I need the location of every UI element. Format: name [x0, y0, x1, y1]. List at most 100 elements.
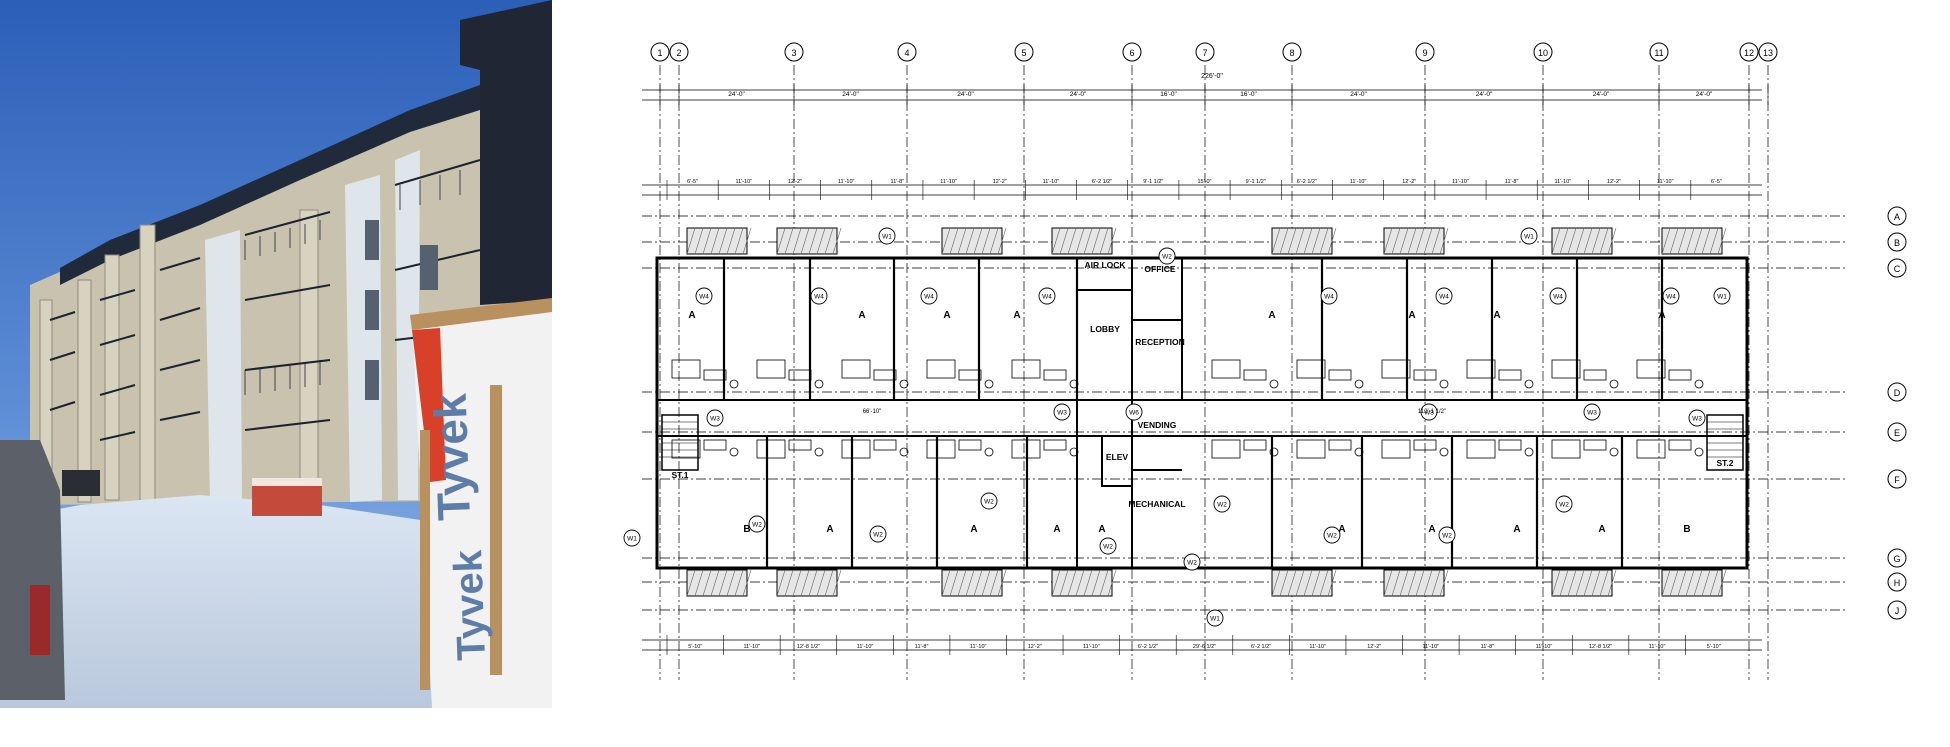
dim-unit-top: 11'-10" — [1554, 179, 1571, 185]
dim-unit-top: 11'-10" — [1350, 179, 1367, 185]
truck-mirror — [62, 470, 100, 496]
room-stair-2: ST.2 — [1716, 458, 1733, 468]
room-lobby: LOBBY — [1090, 324, 1120, 334]
grid-bubble-col: 1 — [650, 42, 670, 62]
grid-bubble-col: 6 — [1122, 42, 1142, 62]
bathroom-fixtures — [671, 359, 739, 459]
window-tag-label: W3 — [1057, 410, 1067, 417]
grid-col-label: 5 — [1021, 48, 1026, 58]
window-tag-label: W3 — [1587, 410, 1597, 417]
dim-unit-bottom: 11'-10" — [1422, 644, 1439, 650]
balcony-hatch — [1551, 227, 1617, 255]
bathroom-fixtures — [1636, 359, 1704, 459]
dim-unit-top: 11'-10" — [1452, 179, 1469, 185]
grid-col-label: 3 — [791, 48, 796, 58]
unit-type-label: A — [1408, 310, 1415, 321]
truck-taillight — [30, 585, 50, 655]
window-tag: W4 — [1662, 287, 1680, 305]
exterior-walls — [655, 256, 1749, 570]
dim-unit-bottom: 11'-10" — [744, 644, 761, 650]
tyvek-text-1: Tyvek — [424, 392, 480, 521]
grid-col-label: 4 — [904, 48, 909, 58]
grid-bubble-row: E — [1887, 422, 1907, 442]
bathroom-fixtures — [756, 359, 824, 459]
truck — [0, 440, 65, 700]
dim-unit-top: 11'-10" — [940, 179, 957, 185]
tyvek-text-2: Tyvek — [446, 549, 494, 662]
unit-type-label: A — [1338, 524, 1345, 535]
grid-bubble-row: B — [1887, 232, 1907, 252]
unit-type-label: A — [1658, 310, 1665, 321]
grid-bubble-col: 2 — [669, 42, 689, 62]
window-tag-label: W3 — [1692, 416, 1702, 423]
window-tag-label: W2 — [1559, 502, 1569, 509]
dim-unit-top: 12'-2" — [993, 179, 1007, 185]
wood-post-1 — [420, 430, 430, 690]
window-tag: W4 — [920, 287, 938, 305]
room-air-lock: AIR LOCK — [1084, 260, 1126, 270]
window-tag-label: W2 — [1442, 533, 1452, 540]
balcony-hatch — [941, 569, 1007, 597]
window-tag-label: W1 — [1210, 616, 1220, 623]
dim-unit-top: 11'-10" — [1657, 179, 1674, 185]
stair-1 — [661, 414, 699, 471]
balcony-hatch — [1551, 569, 1617, 597]
window-tag: W3 — [1420, 403, 1438, 421]
window-tag: W2 — [869, 525, 887, 543]
window-tag: W1 — [1206, 609, 1224, 627]
dim-unit-bottom: 11'-10" — [1649, 644, 1666, 650]
bathroom-fixtures — [1211, 359, 1279, 459]
dim-unit-bottom: 12'-8 1/2" — [1589, 644, 1612, 650]
unit-type-label: A — [1493, 310, 1500, 321]
window-tag-label: W2 — [752, 522, 762, 529]
window-tag: W2 — [980, 492, 998, 510]
dim-unit-top: 9'-1 1/2" — [1143, 179, 1163, 185]
window-tag: W3 — [1053, 403, 1071, 421]
dim-unit-bottom: 11'-10" — [1536, 644, 1553, 650]
dim-unit-top: 11'-10" — [838, 179, 855, 185]
dim-unit-top: 6'-2 1/2" — [1092, 179, 1112, 185]
window-tag-label: W2 — [984, 499, 994, 506]
dim-unit-bottom: 11'-10" — [1083, 644, 1100, 650]
unit-type-label: A — [970, 524, 977, 535]
window-tag: W2 — [1158, 247, 1176, 265]
window-tag-label: W4 — [1553, 294, 1563, 301]
grid-bubble-col: 8 — [1282, 42, 1302, 62]
unit-type-label: A — [1268, 310, 1275, 321]
window-tag: W3 — [1583, 403, 1601, 421]
window-tag-label: W2 — [1217, 502, 1227, 509]
unit-type-label: A — [1513, 524, 1520, 535]
dark-block — [460, 0, 552, 305]
window-tag: W2 — [1555, 495, 1573, 513]
bathroom-fixtures — [1551, 359, 1619, 459]
room-mechanical: MECHANICAL — [1128, 499, 1185, 509]
window-tag-label: W2 — [1103, 544, 1113, 551]
dim-unit-bottom: 11'-10" — [970, 644, 987, 650]
dim-unit-bottom: 5'-10" — [1707, 644, 1721, 650]
window-tag: W4 — [1038, 287, 1056, 305]
window-tag: W1 — [1713, 287, 1731, 305]
window-tag-label: W1 — [882, 234, 892, 241]
window-tag: W4 — [695, 287, 713, 305]
window-tag-label: W1 — [1717, 294, 1727, 301]
wood-post-2 — [490, 385, 502, 675]
grid-col-label: 12 — [1744, 48, 1754, 58]
window-tag-label: W4 — [699, 294, 709, 301]
grid-bubble-row: A — [1887, 206, 1907, 226]
roof-band — [60, 70, 552, 285]
dim-unit-top: 6'-5" — [687, 179, 698, 185]
photo-illustration: Tyvek Tyvek — [0, 0, 552, 708]
unit-type-label: A — [858, 310, 865, 321]
window-tag: W4 — [810, 287, 828, 305]
dim-unit-top: 6'-2 1/2" — [1297, 179, 1317, 185]
balcony-hatch — [1383, 227, 1449, 255]
dim-bay-top: 24'-0" — [1070, 91, 1087, 98]
dimension-lines-bottom — [642, 639, 1762, 651]
dim-unit-top: 9'-1 1/2" — [1246, 179, 1266, 185]
grid-bubble-col: 13 — [1758, 42, 1778, 62]
balcony-hatch — [1271, 569, 1337, 597]
balcony-hatch — [1051, 569, 1117, 597]
dim-unit-top: 11'-10" — [735, 179, 752, 185]
